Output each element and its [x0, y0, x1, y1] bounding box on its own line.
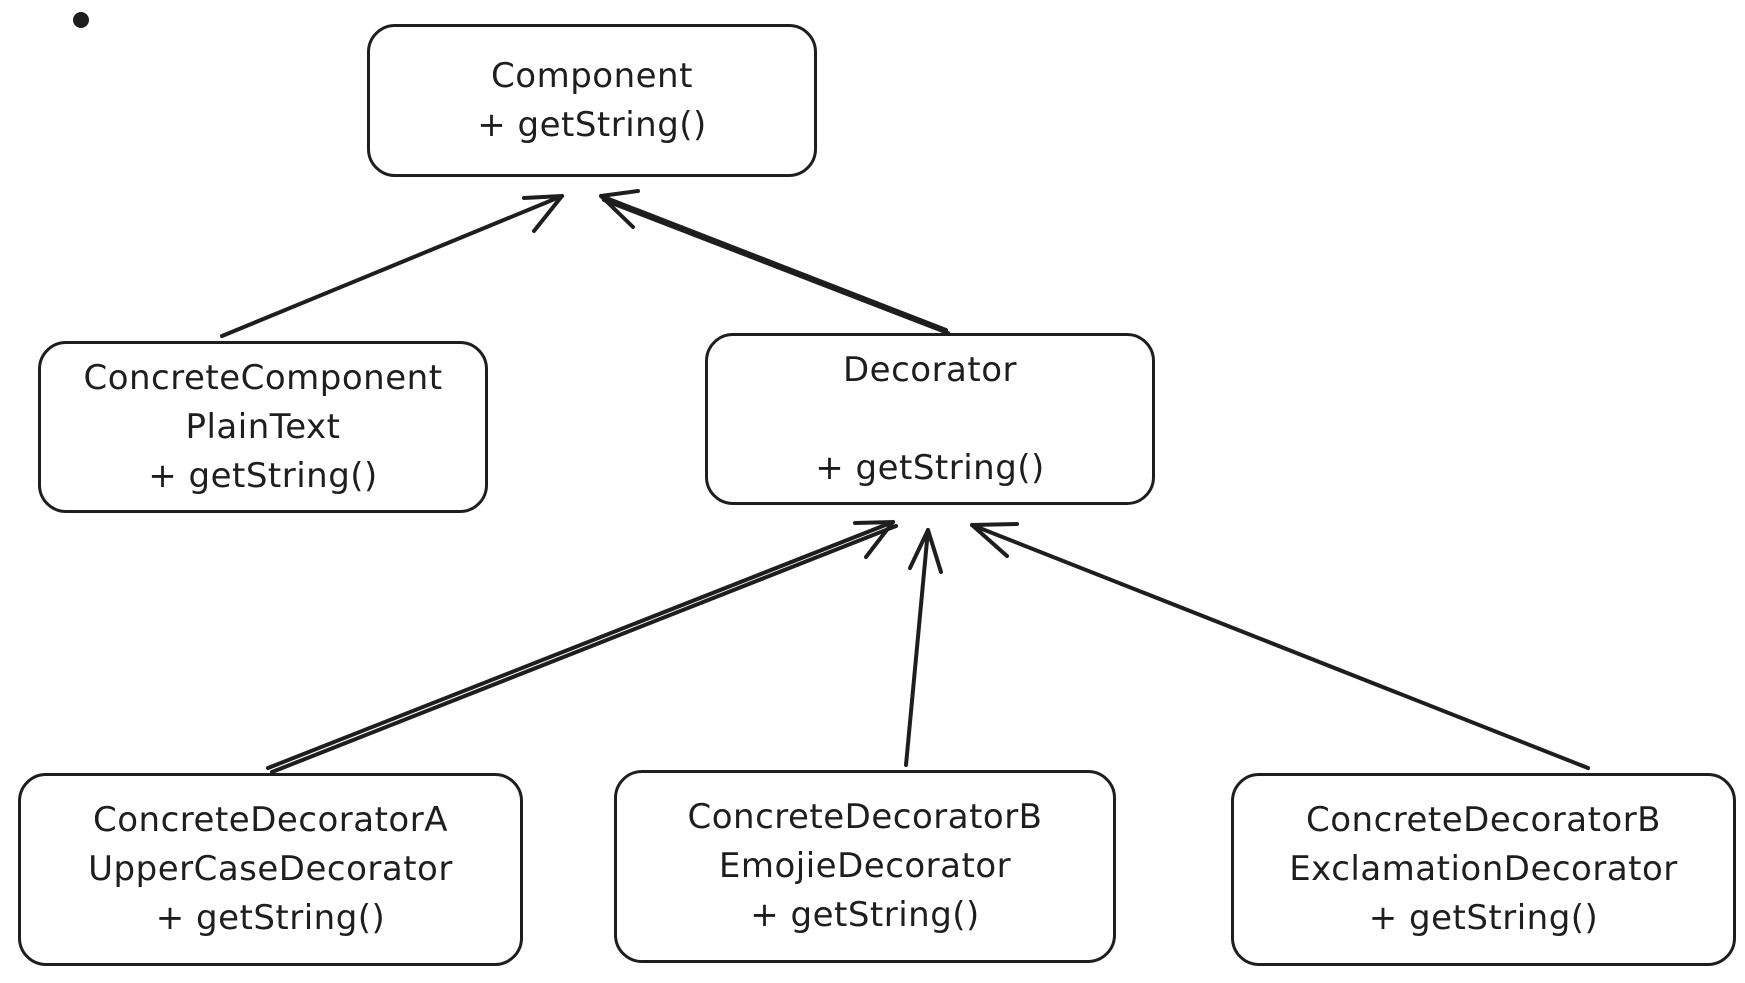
- concrete-decorator-a-subtitle: UpperCaseDecorator: [88, 849, 453, 889]
- concrete-decorator-b-emoji-subtitle: EmojieDecorator: [718, 846, 1012, 886]
- concrete-component-subtitle: PlainText: [185, 406, 341, 447]
- component-node[interactable]: Component + getString(): [367, 24, 817, 177]
- decorator-class-name: Decorator: [842, 350, 1018, 390]
- edge-concrete-decorator-a-to-decorator: [266, 520, 898, 774]
- concrete-decorator-b-emoji-node[interactable]: ConcreteDecoratorB EmojieDecorator + get…: [614, 770, 1116, 963]
- component-method: + getString(): [477, 104, 707, 145]
- concrete-component-method: + getString(): [148, 455, 378, 496]
- concrete-decorator-b-emoji-class-name: ConcreteDecoratorB: [687, 797, 1043, 837]
- decorator-node[interactable]: Decorator + getString(): [705, 333, 1155, 505]
- concrete-decorator-b-exclamation-method: + getString(): [1368, 898, 1599, 938]
- edge-concrete-component-to-component: [220, 194, 564, 338]
- decorator-method: + getString(): [815, 448, 1045, 488]
- concrete-decorator-b-exclamation-node[interactable]: ConcreteDecoratorB ExclamationDecorator …: [1231, 773, 1736, 966]
- component-class-name: Component: [491, 55, 693, 96]
- concrete-decorator-b-emoji-method: + getString(): [750, 895, 980, 935]
- edge-concrete-decorator-b-emoji-to-decorator: [904, 528, 943, 767]
- concrete-component-class-name: ConcreteComponent: [83, 357, 443, 398]
- concrete-decorator-a-class-name: ConcreteDecoratorA: [93, 800, 448, 840]
- concrete-component-node[interactable]: ConcreteComponent PlainText + getString(…: [38, 341, 488, 513]
- concrete-decorator-b-exclamation-class-name: ConcreteDecoratorB: [1305, 800, 1662, 840]
- concrete-decorator-b-exclamation-subtitle: ExclamationDecorator: [1289, 849, 1678, 889]
- concrete-decorator-a-method: + getString(): [155, 898, 386, 938]
- edge-decorator-to-component: [599, 189, 950, 335]
- edge-concrete-decorator-b-exclamation-to-decorator: [970, 522, 1590, 770]
- bullet-dot: [73, 12, 89, 28]
- concrete-decorator-a-node[interactable]: ConcreteDecoratorA UpperCaseDecorator + …: [18, 773, 523, 966]
